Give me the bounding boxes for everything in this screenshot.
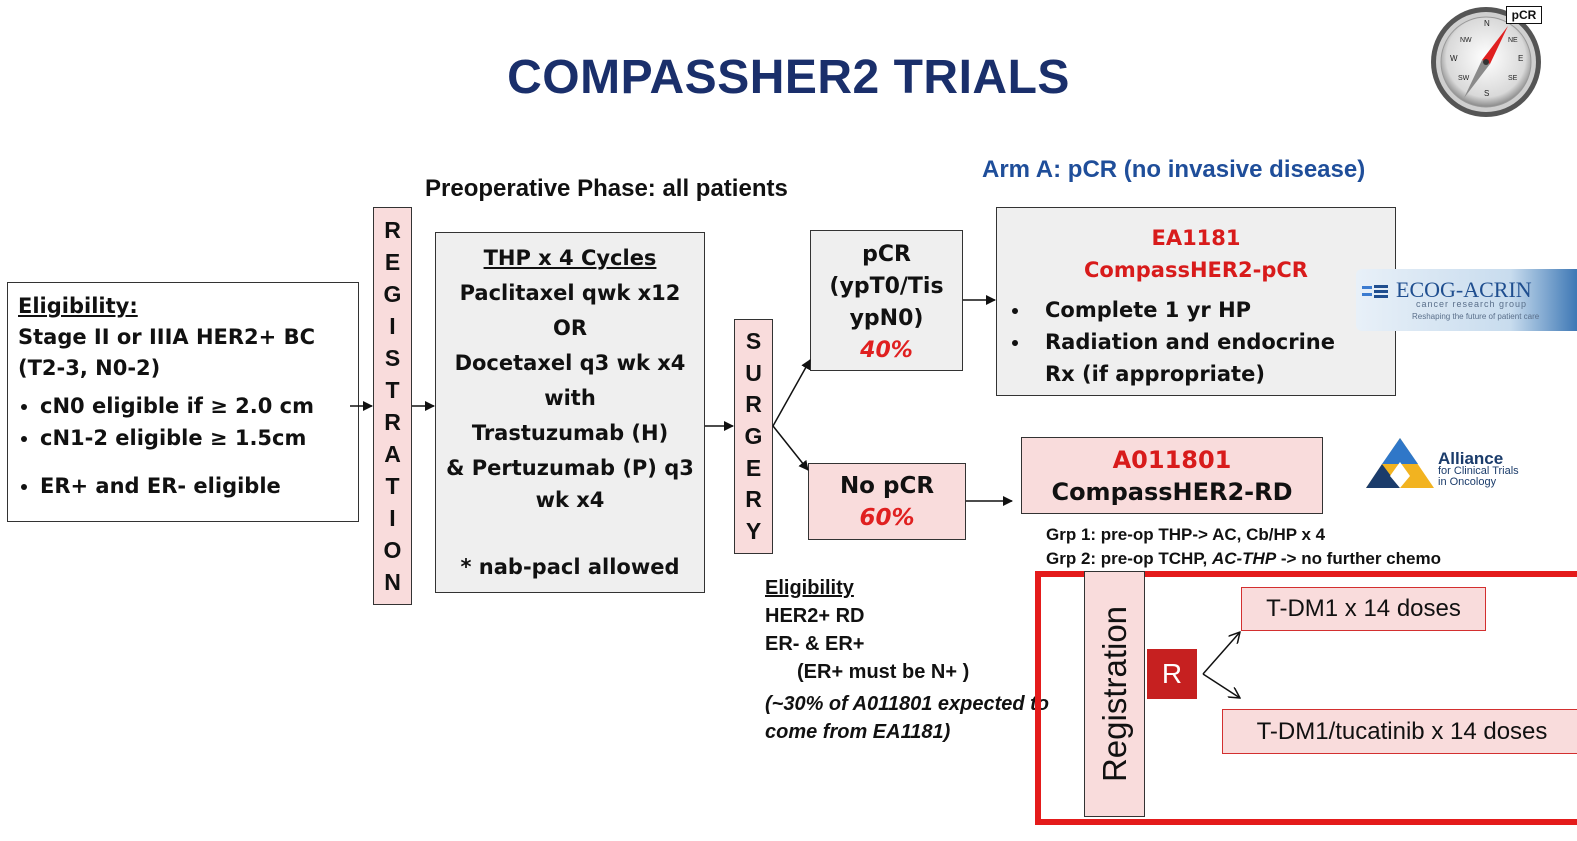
rd-eligibility-line: ER- & ER+ xyxy=(765,633,865,655)
rd-eligibility-line: HER2+ RD xyxy=(765,605,865,627)
compass-letter-ne: NE xyxy=(1508,37,1518,44)
thp-note: * nab-pacl allowed xyxy=(460,555,680,579)
rd-eligibility-header: Eligibility xyxy=(765,577,854,599)
thp-line: wk x4 xyxy=(535,488,605,512)
no-pcr-box: No pCR 60% xyxy=(808,463,966,540)
surgery-letter: U xyxy=(745,359,762,386)
alliance-name: Alliance xyxy=(1438,449,1504,468)
arm-tdm1-box: T-DM1 x 14 doses xyxy=(1241,587,1486,631)
group-2-post: -> no further chemo xyxy=(1276,549,1441,568)
no-pcr-percent: 60% xyxy=(859,505,915,531)
eligibility-bullets: cN0 eligible if ≥ 2.0 cm cN1-2 eligible … xyxy=(18,390,348,502)
arrow-surgery-no-pcr xyxy=(772,425,809,471)
a011801-box: A011801 CompassHER2-RD xyxy=(1021,437,1323,514)
compass-letter-e: E xyxy=(1518,54,1523,63)
registration-letter: T xyxy=(385,472,400,499)
alliance-logo-text: Alliance for Clinical Trials in Oncology xyxy=(1438,449,1519,488)
registration-letter: I xyxy=(389,312,396,339)
alliance-sub: for Clinical Trials xyxy=(1438,465,1519,477)
registration-letter: T xyxy=(385,376,400,403)
alliance-logo-icon xyxy=(1366,438,1434,488)
group-2-italic: AC-THP xyxy=(1211,549,1277,568)
pcr-line: ypN0) xyxy=(849,306,924,331)
compass-letter-n: N xyxy=(1484,19,1490,28)
registration-letter: G xyxy=(383,280,402,307)
eligibility-header: Eligibility: xyxy=(18,294,138,318)
registration-letter: S xyxy=(384,344,401,371)
ea1181-bullet: Radiation and endocrine Rx (if appropria… xyxy=(1031,326,1345,390)
rd-eligibility-line: (ER+ must be N+ ) xyxy=(797,661,970,683)
surgery-letter: R xyxy=(745,391,762,418)
ea1181-box: EA1181 CompassHER2-pCR Complete 1 yr HP … xyxy=(996,207,1396,396)
group-2-text: Grp 2: pre-op TCHP, AC-THP -> no further… xyxy=(1046,549,1441,569)
surgery-letter: R xyxy=(745,486,762,513)
ecog-acrin-tagline: Reshaping the future of patient care xyxy=(1412,312,1540,321)
ecog-acrin-subtitle: cancer research group xyxy=(1416,299,1528,309)
arm-tdm1-tucatinib-box: T-DM1/tucatinib x 14 doses xyxy=(1222,709,1577,754)
surgery-letter: S xyxy=(745,328,762,355)
eligibility-bullet: ER+ and ER- eligible xyxy=(40,470,348,502)
registration-letter: E xyxy=(384,248,401,275)
arrow-surgery-pcr xyxy=(772,359,811,427)
surgery-letter: Y xyxy=(745,517,762,544)
rd-eligibility-block: Eligibility HER2+ RD ER- & ER+ (ER+ must… xyxy=(765,574,1075,746)
ecog-acrin-name: ECOG-ACRIN xyxy=(1396,277,1532,302)
surgery-bar: S U R G E R Y xyxy=(734,319,773,554)
registration-box xyxy=(1084,571,1145,817)
pcr-line: (ypT0/Tis xyxy=(829,274,944,299)
thp-line: Trastuzumab (H) xyxy=(471,421,669,445)
compass-letter-s: S xyxy=(1484,89,1489,98)
ea1181-name: CompassHER2-pCR xyxy=(1084,258,1308,282)
pcr-percent: 40% xyxy=(860,338,913,363)
a011801-name: CompassHER2-RD xyxy=(1051,478,1293,506)
no-pcr-label: No pCR xyxy=(839,473,935,499)
preoperative-phase-label: Preoperative Phase: all patients xyxy=(425,175,788,202)
thp-header: THP x 4 Cycles xyxy=(483,246,657,270)
a011801-id: A011801 xyxy=(1112,446,1232,474)
surgery-letter: G xyxy=(744,422,763,449)
ea1181-bullets: Complete 1 yr HP Radiation and endocrine… xyxy=(997,294,1395,390)
ea1181-bullet: Complete 1 yr HP xyxy=(1031,294,1395,326)
eligibility-stage: Stage II or IIIA HER2+ BC (T2-3, N0-2) xyxy=(18,325,315,380)
randomization-frame xyxy=(1035,571,1577,825)
registration-letter: R xyxy=(384,216,401,243)
registration-bar: R E G I S T R A T I O N xyxy=(373,207,412,605)
arm-a-label: Arm A: pCR (no invasive disease) xyxy=(982,156,1366,183)
pcr-box: pCR (ypT0/Tis ypN0) 40% xyxy=(810,230,963,371)
compass-letter-se: SE xyxy=(1508,75,1518,82)
registration-letter: A xyxy=(384,440,401,467)
compass-icon: N NE E SE S SW W NW xyxy=(1431,7,1541,117)
ecog-acrin-logo: ECOG-ACRIN cancer research group Reshapi… xyxy=(1356,269,1577,331)
pcr-tag: pCR xyxy=(1506,6,1542,24)
eligibility-box: Eligibility: Stage II or IIIA HER2+ BC (… xyxy=(7,282,359,522)
ea1181-id: EA1181 xyxy=(1151,226,1241,250)
page-title: COMPASSHER2 TRIALS xyxy=(507,51,1070,104)
alliance-sub: in Oncology xyxy=(1438,476,1497,488)
group-1-text: Grp 1: pre-op THP-> AC, Cb/HP x 4 xyxy=(1046,525,1326,544)
ecog-lines-icon xyxy=(1362,285,1388,298)
compass-letter-nw: NW xyxy=(1460,37,1472,44)
registration-letter: I xyxy=(389,504,396,531)
registration-label: Registration xyxy=(1096,605,1133,783)
thp-line: Paclitaxel qwk x12 xyxy=(459,281,681,305)
registration-letter: N xyxy=(384,568,401,595)
eligibility-bullet: cN1-2 eligible ≥ 1.5cm xyxy=(40,422,348,454)
eligibility-bullet: cN0 eligible if ≥ 2.0 cm xyxy=(40,390,348,422)
thp-line: Docetaxel q3 wk x4 xyxy=(454,351,686,375)
thp-line: & Pertuzumab (P) q3 xyxy=(446,456,694,480)
thp-line: OR xyxy=(552,316,588,340)
registration-letter: R xyxy=(384,408,401,435)
registration-letter: O xyxy=(383,536,402,563)
thp-line: with xyxy=(544,386,596,410)
surgery-letter: E xyxy=(745,454,762,481)
group-2-pre: Grp 2: pre-op TCHP, xyxy=(1046,549,1212,568)
compass-letter-w: W xyxy=(1450,54,1458,63)
rd-eligibility-note: (~30% of A011801 expected to come from E… xyxy=(765,693,1050,743)
randomize-box: R xyxy=(1147,649,1197,699)
pcr-line: pCR xyxy=(862,242,911,267)
compass-letter-sw: SW xyxy=(1458,75,1470,82)
thp-regimen-box: THP x 4 Cycles Paclitaxel qwk x12 OR Doc… xyxy=(435,232,705,593)
